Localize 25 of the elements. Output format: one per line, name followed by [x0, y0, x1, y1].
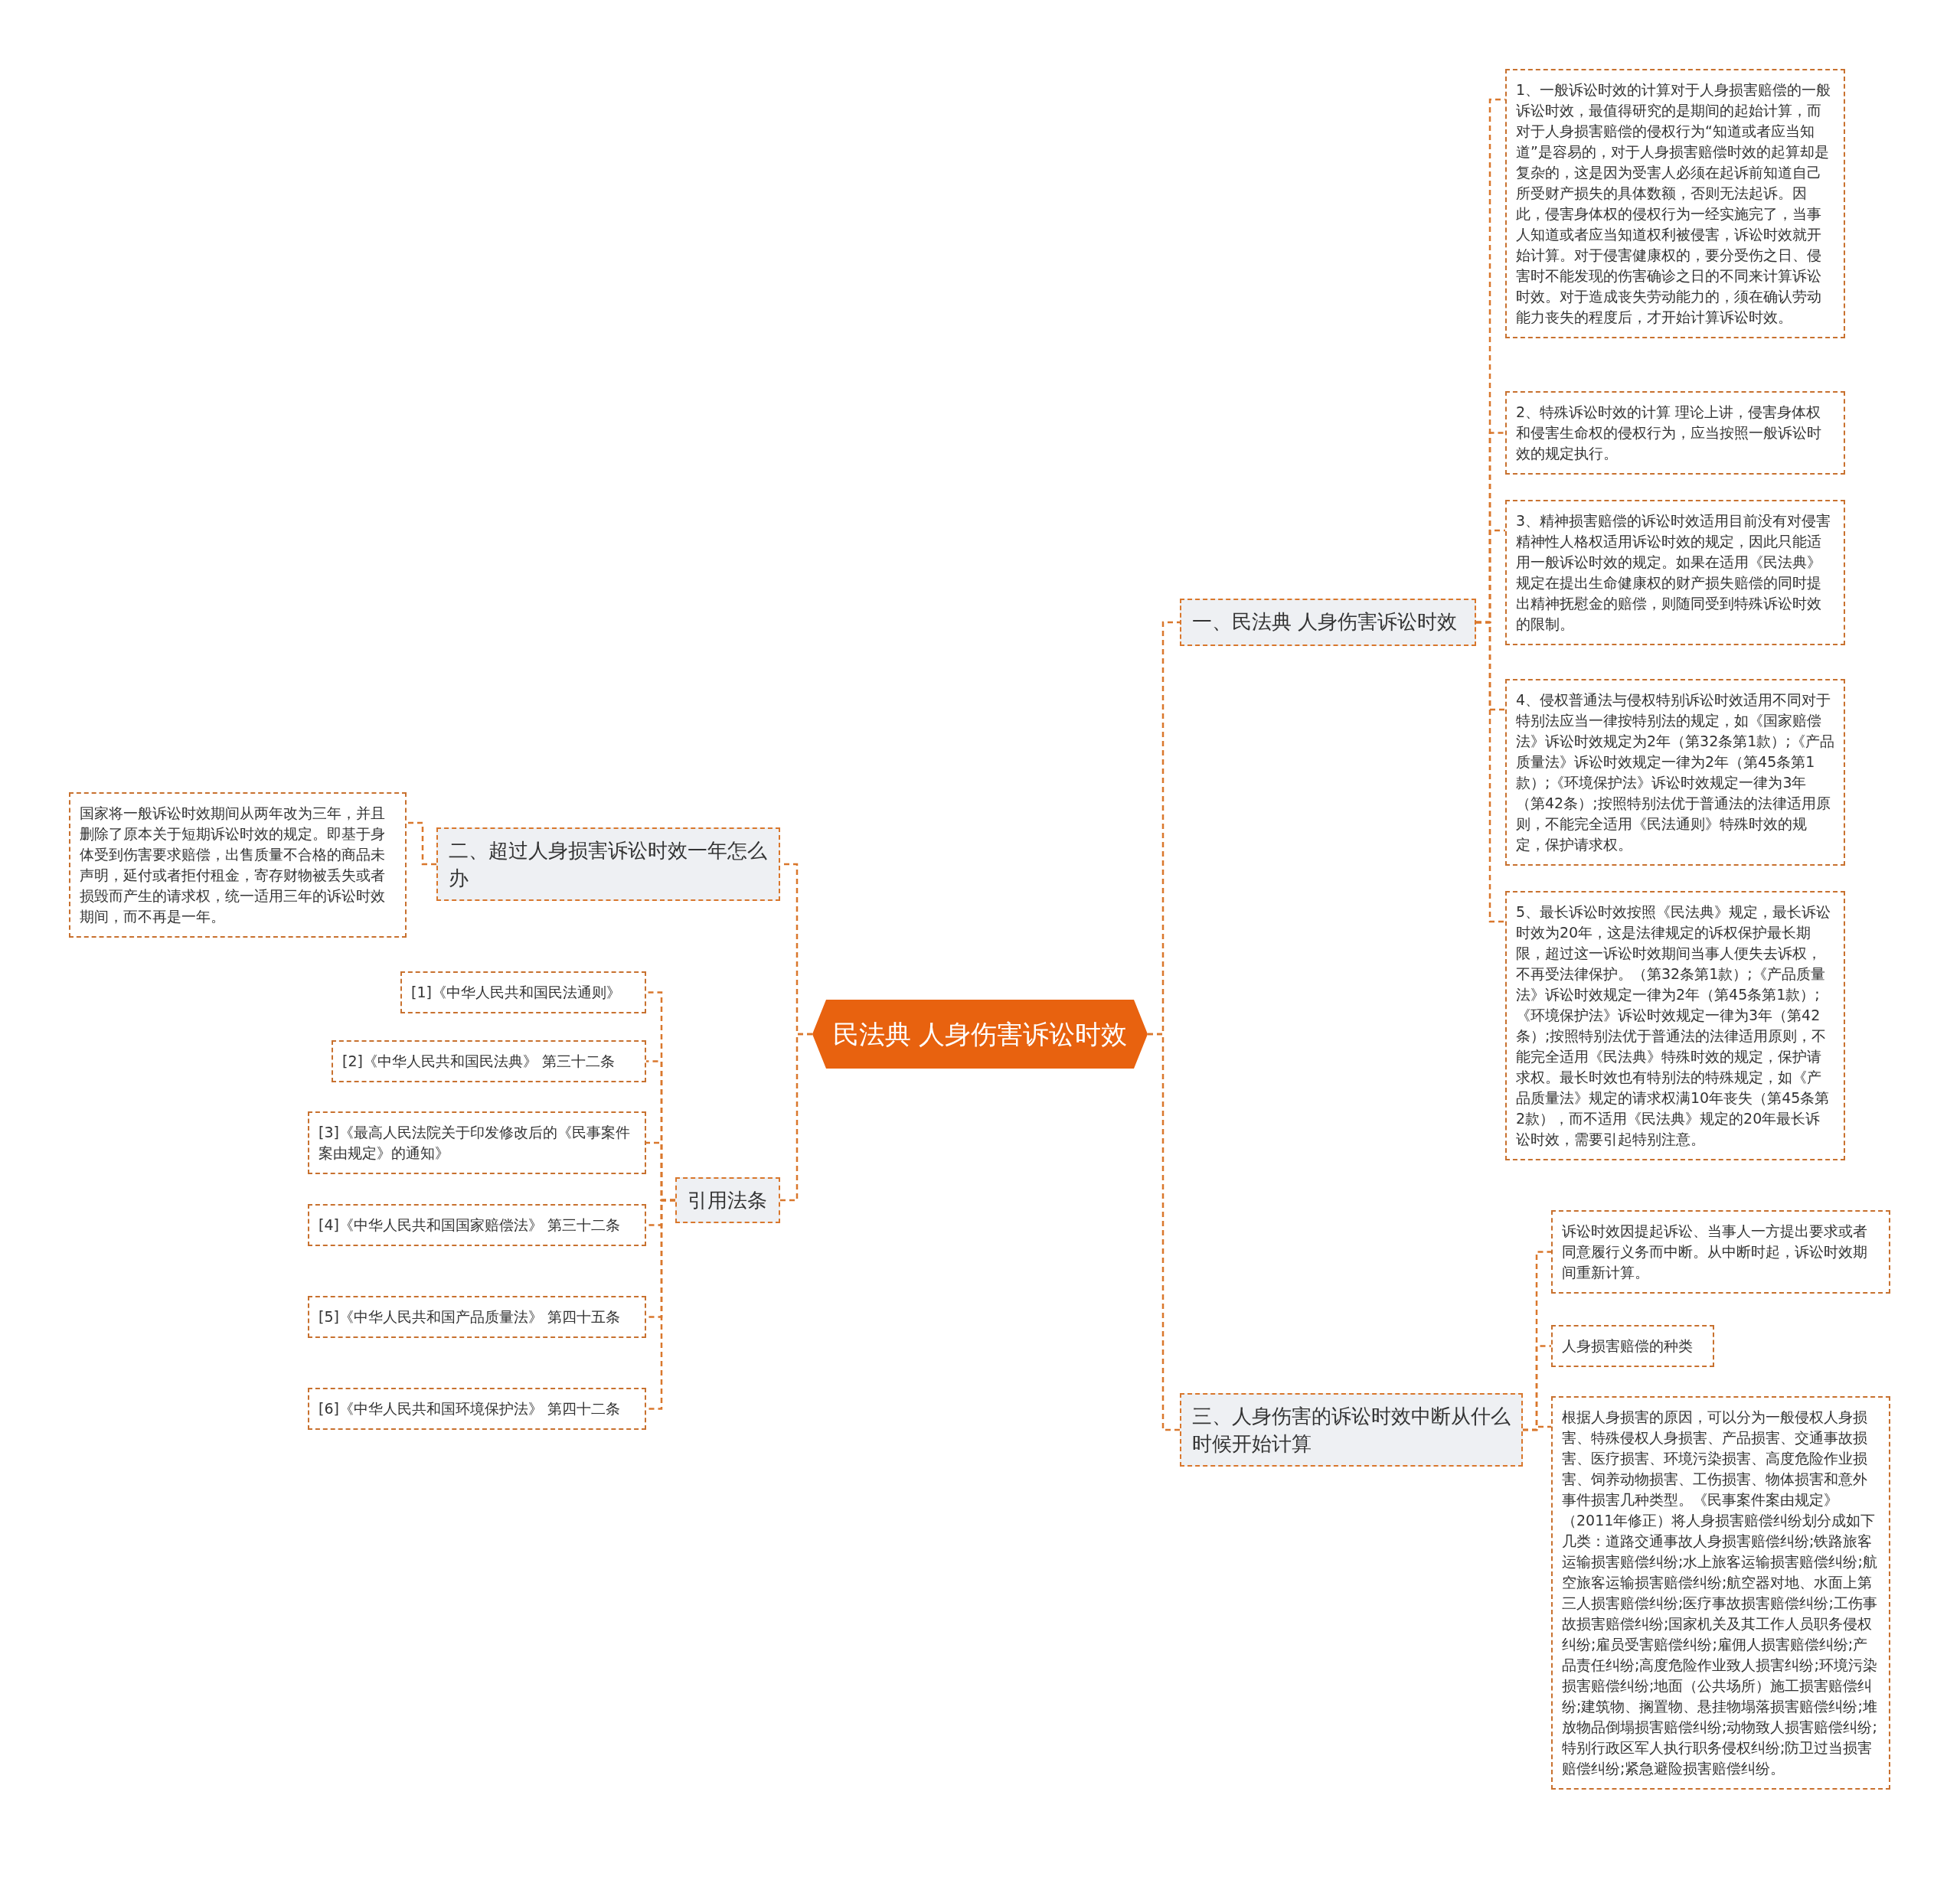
- note-box: 5、最长诉讼时效按照《民法典》规定，最长诉讼时效为20年，这是法律规定的诉权保护最长期限，超过这一诉讼时效期间当事人便失去诉权，不再受法律保护。（第32条第1款）;《产品质量法》诉讼时效规定一律为2年（第45条第1款）;《环境保护法》诉讼时效规定一律为3年（第42条）;按照特别法优于普通法的法律适用原则，不能完全适用《民法典》特殊时效的规定，保护请求权。最长时效也有特别法的特殊规定，如《产品质量法》规定的请求权满10年丧失（第45条第2款），而不适用《民法典》规定的20年最长诉讼时效，需要引起特别注意。: [1505, 891, 1845, 1160]
- topic-box: 引用法条: [675, 1177, 780, 1223]
- topic-box: 二、超过人身损害诉讼时效一年怎么办: [436, 827, 780, 901]
- note-box: [1]《中华人民共和国民法通则》: [400, 971, 646, 1013]
- note-box: [2]《中华人民共和国民法典》 第三十二条: [332, 1040, 646, 1082]
- note-box: [4]《中华人民共和国国家赔偿法》 第三十二条: [308, 1204, 646, 1246]
- connector-line: [1148, 1033, 1180, 1431]
- note-box: 诉讼时效因提起诉讼、当事人一方提出要求或者同意履行义务而中断。从中断时起，诉讼时效期间重新计算。: [1551, 1210, 1890, 1294]
- note-box: 3、精神损害赔偿的诉讼时效适用目前没有对侵害精神性人格权适用诉讼时效的规定，因此只能适用一般诉讼时效的规定。如果在适用《民法典》规定在提出生命健康权的财产损失赔偿的同时提出精神抚慰金的赔偿，则随同受到特殊诉讼时效的限制。: [1505, 500, 1845, 645]
- note-box: 4、侵权普通法与侵权特别诉讼时效适用不同对于特别法应当一律按特别法的规定，如《国家赔偿法》诉讼时效规定为2年（第32条第1款）;《产品质量法》诉讼时效规定一律为2年（第45条第1款）;《环境保护法》诉讼时效规定一律为3年（第42条）;按照特别法优于普通法的法律适用原则，不能完全适用《民法通则》特殊时效的规定，保护请求权。: [1505, 679, 1845, 866]
- connector-line: [407, 821, 436, 866]
- note-box: 国家将一般诉讼时效期间从两年改为三年，并且删除了原本关于短期诉讼时效的规定。即基于身体受到伤害要求赔偿，出售质量不合格的商品未声明，延付或者拒付租金，寄存财物被丢失或者损毁而产生的请求权，统一适用三年的诉讼时效期间，而不再是一年。: [69, 792, 407, 938]
- note-box: [6]《中华人民共和国环境保护法》 第四十二条: [308, 1388, 646, 1430]
- note-box: 2、特殊诉讼时效的计算 理论上讲，侵害身体权和侵害生命权的侵权行为，应当按照一般诉讼时效的规定执行。: [1505, 391, 1845, 475]
- note-box: 人身损害赔偿的种类: [1551, 1325, 1714, 1367]
- note-box: [3]《最高人民法院关于印发修改后的《民事案件案由规定》的通知》: [308, 1111, 646, 1174]
- note-box: 根据人身损害的原因，可以分为一般侵权人身损害、特殊侵权人身损害、产品损害、交通事故损害、医疗损害、环境污染损害、高度危险作业损害、饲养动物损害、工伤损害、物体损害和意外事件损害几种类型。《民事案件案由规定》（2011年修正）将人身损害赔偿纠纷划分成如下几类：道路交通事故人身损害赔偿纠纷;铁路旅客运输损害赔偿纠纷;水上旅客运输损害赔偿纠纷;航空旅客运输损害赔偿纠纷;航空器对地、水面上第三人损害赔偿纠纷;医疗事故损害赔偿纠纷;工伤事故损害赔偿纠纷;国家机关及其工作人员职务侵权纠纷;雇员受害赔偿纠纷;雇佣人损害赔偿纠纷;产品责任纠纷;高度危险作业致人损害纠纷;环境污染损害赔偿纠纷;地面（公共场所）施工损害赔偿纠纷;建筑物、搁置物、悬挂物塌落损害赔偿纠纷;堆放物品倒塌损害赔偿纠纷;动物致人损害赔偿纠纷;特别行政区军人执行职务侵权纠纷;防卫过当损害赔偿纠纷;紧急避险损害赔偿纠纷。: [1551, 1396, 1890, 1790]
- note-box: 1、一般诉讼时效的计算对于人身损害赔偿的一般诉讼时效，最值得研究的是期间的起始计算，而对于人身损害赔偿的侵权行为“知道或者应当知道”是容易的，对于人身损害赔偿时效的起算却是复杂的，这是因为受害人必须在起诉前知道自己所受财产损失的具体数额，否则无法起诉。因此，侵害身体权的侵权行为一经实施完了，当事人知道或者应当知道权利被侵害，诉讼时效就开始计算。对于侵害健康权的，要分受伤之日、侵害时不能发现的伤害确诊之日的不同来计算诉讼时效。对于造成丧失劳动能力的，须在确认劳动能力丧失的程度后，才开始计算诉讼时效。: [1505, 69, 1845, 338]
- connector-line: [780, 1033, 812, 1202]
- topic-box: 一、民法典 人身伤害诉讼时效: [1180, 599, 1476, 646]
- central-topic: 民法典 人身伤害诉讼时效: [812, 1000, 1148, 1069]
- connector-line: [1523, 1425, 1551, 1431]
- connector-line: [1476, 621, 1505, 923]
- note-box: [5]《中华人民共和国产品质量法》 第四十五条: [308, 1296, 646, 1338]
- topic-box: 三、人身伤害的诉讼时效中断从什么时候开始计算: [1180, 1393, 1523, 1467]
